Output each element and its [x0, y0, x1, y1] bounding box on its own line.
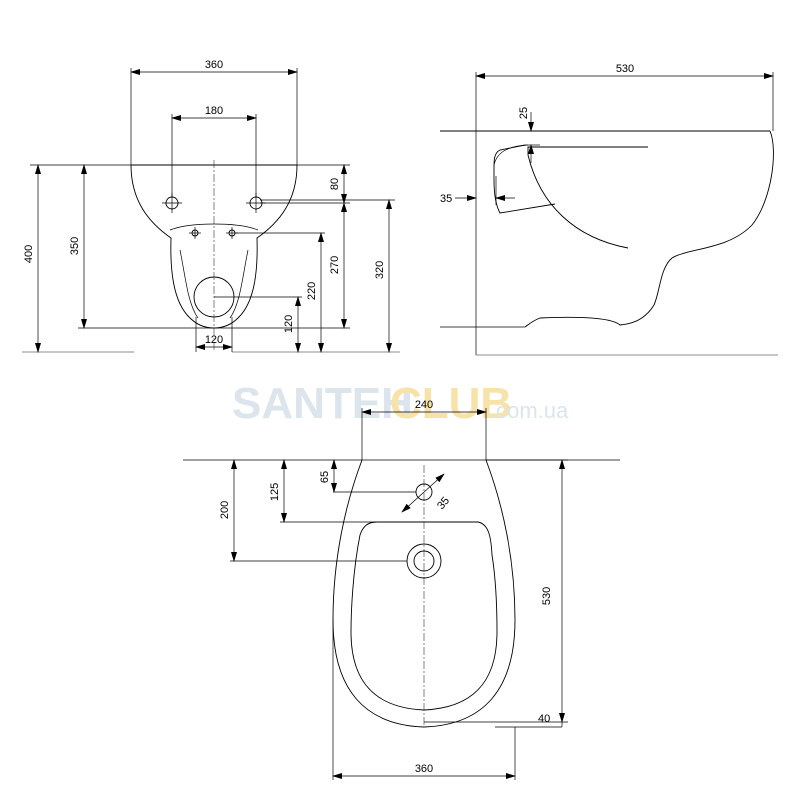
dim-length: 530	[541, 587, 553, 605]
dim-height-320: 320	[374, 261, 386, 279]
watermark-brand-part2: CLUB	[390, 379, 512, 428]
rim-inner-curve	[493, 144, 529, 166]
bowl-inner-curve	[527, 146, 648, 249]
watermark: SANTEH CLUB .com.ua	[232, 379, 569, 428]
dim-drain-offset: 200	[219, 501, 231, 519]
dim-line-faucet-dia	[401, 473, 445, 513]
dim-holes-spacing: 180	[205, 105, 223, 117]
dim-faucet-hole-offset: 65	[319, 471, 331, 483]
dim-back-width: 240	[415, 399, 433, 411]
dim-height-total: 400	[23, 245, 35, 263]
dim-height-220: 220	[306, 282, 318, 300]
dim-bowl-edge-offset: 125	[269, 483, 281, 501]
dim-height-270: 270	[329, 256, 341, 274]
watermark-domain: .com.ua	[490, 398, 569, 423]
side-view: 530 25 35	[440, 63, 778, 356]
dim-height-120: 120	[283, 315, 295, 333]
dim-height-350: 350	[69, 237, 81, 255]
bidet-side-body	[493, 130, 774, 328]
pedestal-inner-left	[179, 249, 199, 319]
dim-width-top: 360	[205, 59, 223, 71]
watermark-brand-part1: SANTEH	[232, 379, 413, 428]
front-view: 360 180 400 350 80 270 320 220 120 120	[22, 59, 400, 353]
dim-depth: 530	[616, 63, 634, 75]
dim-rim-thickness: 25	[518, 107, 530, 119]
pedestal-inner-right	[229, 249, 249, 319]
dim-outlet-width: 120	[205, 334, 223, 346]
dim-front-offset: 40	[538, 713, 550, 725]
bidet-top-outline	[332, 459, 516, 728]
dim-width: 360	[415, 763, 433, 775]
dim-wall-offset: 35	[440, 193, 452, 205]
dim-faucet-hole-dia: 35	[435, 495, 452, 512]
top-view: 240 35 65 125 200 530 40 360	[183, 399, 620, 780]
drain-inner	[413, 550, 435, 572]
dim-hole-offset: 80	[329, 178, 341, 190]
